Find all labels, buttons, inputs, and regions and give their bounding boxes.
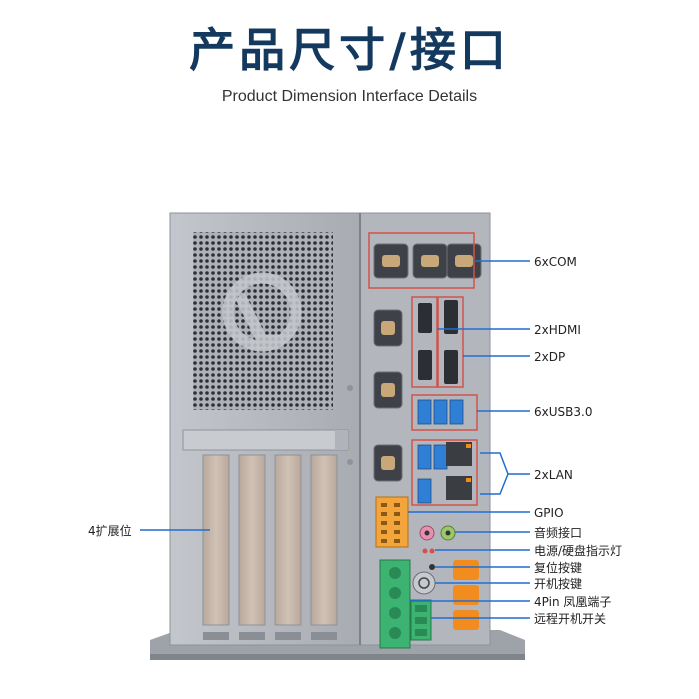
expansion-slot xyxy=(274,454,302,626)
expansion-slots xyxy=(202,454,338,626)
label-remote: 远程开机开关 xyxy=(534,612,607,626)
lan-highlight-box xyxy=(411,439,478,506)
usb-port xyxy=(417,478,432,504)
dp-highlight-box xyxy=(437,296,464,388)
led-indicator xyxy=(422,548,428,554)
label-com: 6xCOM xyxy=(534,255,577,269)
label-usb: 6xUSB3.0 xyxy=(534,405,593,419)
label-audio: 音频接口 xyxy=(534,526,583,540)
usb-highlight-box xyxy=(411,394,478,431)
gpio-header xyxy=(375,496,409,548)
vent-grid xyxy=(193,232,333,410)
usb-port xyxy=(433,444,448,470)
page-subtitle: Product Dimension Interface Details xyxy=(221,88,478,105)
label-lan: 2xLAN xyxy=(534,468,573,482)
label-dp: 2xDP xyxy=(534,350,566,364)
chassis-base-shadow xyxy=(150,654,525,660)
label-hdmi: 2xHDMI xyxy=(534,323,581,337)
expansion-slot xyxy=(202,454,230,626)
hdmi-highlight-box xyxy=(411,296,438,388)
slot-bracket xyxy=(182,429,349,451)
dp-port xyxy=(444,300,458,334)
reset-button xyxy=(429,564,435,570)
brand-logo xyxy=(222,272,302,352)
usb-port xyxy=(433,399,448,425)
hdmi-port xyxy=(418,350,432,380)
expansion-slot xyxy=(310,454,338,626)
lan-leader xyxy=(480,452,530,475)
label-reset: 复位按键 xyxy=(534,561,583,575)
label-gpio: GPIO xyxy=(534,506,564,520)
label-led: 电源/硬盘指示灯 xyxy=(534,544,623,558)
hdmi-port xyxy=(418,303,432,333)
label-terminal: 4Pin 凤凰端子 xyxy=(534,595,612,609)
usb-port xyxy=(449,399,464,425)
power-button xyxy=(412,571,436,595)
page-title: 产品尺寸/接口 xyxy=(189,23,510,77)
expansion-slot xyxy=(238,454,266,626)
label-power: 开机按键 xyxy=(534,577,583,591)
usb-ports xyxy=(417,399,464,504)
dp-port xyxy=(444,350,458,384)
led-indicator xyxy=(429,548,435,554)
label-expansion: 4扩展位 xyxy=(88,524,132,538)
usb-port xyxy=(417,399,432,425)
usb-port xyxy=(417,444,432,470)
